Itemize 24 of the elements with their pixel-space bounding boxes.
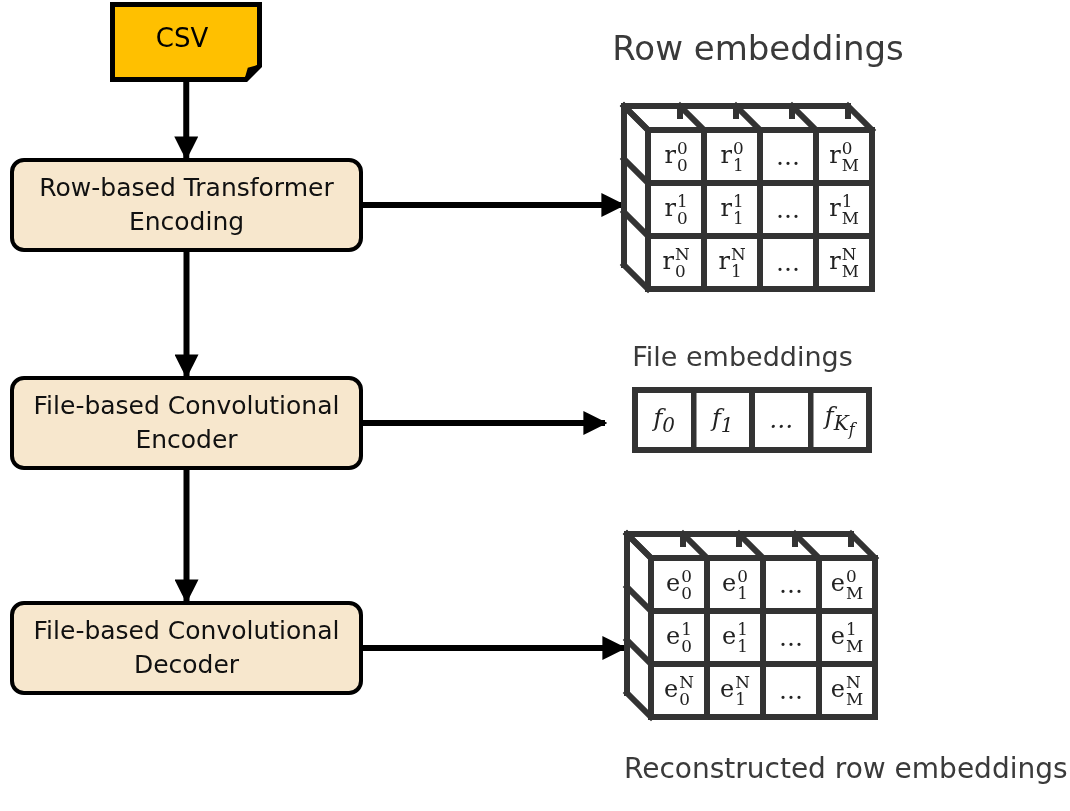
- cell-value: …: [776, 248, 800, 277]
- cell-value: f$_{0}$: [653, 403, 676, 437]
- process-label: Row-based Transformer Encoding: [38, 172, 335, 238]
- embedding-heading: Row embeddings: [612, 28, 904, 68]
- cell-value: f$_{1}$: [711, 403, 734, 437]
- cell-value: …: [776, 142, 800, 171]
- cell-value: …: [779, 676, 803, 705]
- cell-value: …: [769, 406, 794, 434]
- process-box: [10, 601, 363, 695]
- arrow: [174, 470, 199, 604]
- embedding-heading: Reconstructed row embeddings: [624, 752, 1068, 785]
- cell-value: …: [776, 195, 800, 224]
- arrow: [174, 82, 199, 161]
- embedding-heading: File embeddings: [632, 341, 853, 372]
- process-box: [10, 158, 363, 252]
- process-label: File-based Convolutional Decoder: [32, 615, 341, 681]
- process-box: [10, 376, 363, 470]
- file-label: CSV: [155, 23, 209, 53]
- cell-value: …: [779, 623, 803, 652]
- arrow: [363, 636, 627, 660]
- process-label: File-based Convolutional Encoder: [32, 390, 341, 456]
- cell-value: …: [779, 570, 803, 599]
- arrow: [363, 411, 608, 435]
- arrow: [174, 252, 199, 379]
